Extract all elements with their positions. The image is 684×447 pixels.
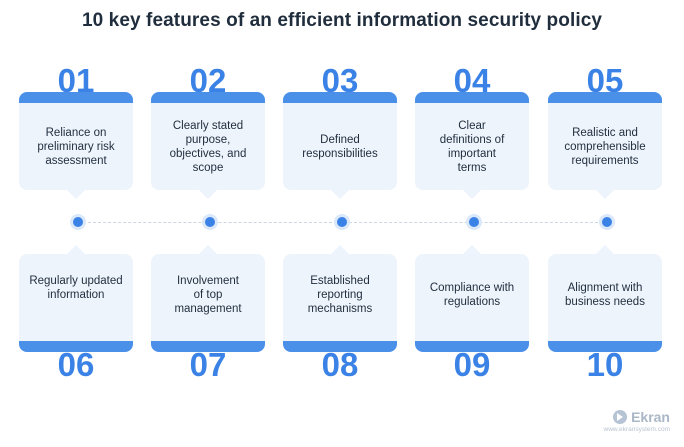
timeline-dot [205,217,215,227]
ekran-logo-icon [613,410,628,424]
card-band [548,92,662,103]
feature-card: Alignment with business needs [548,254,662,352]
feature-card: Clear definitions of important terms [415,92,529,190]
feature-text: Clearly stated purpose, objectives, and … [169,120,247,174]
card-pointer [67,190,85,199]
card-pointer [331,245,349,254]
feature-number: 05 [586,62,624,99]
feature-number: 04 [453,62,491,99]
logo-url: www.ekransystem.com [603,426,670,433]
card-pointer [199,190,217,199]
card-band [548,341,662,352]
card-pointer [331,190,349,199]
feature-card: Established reporting mechanisms [283,254,397,352]
card-pointer [463,190,481,199]
feature-number: 01 [57,62,95,99]
card-band [283,92,397,103]
card-band [415,341,529,352]
timeline-dot [73,217,83,227]
feature-number: 02 [189,62,227,99]
card-pointer [596,190,614,199]
feature-card: Clearly stated purpose, objectives, and … [151,92,265,190]
feature-card: Involvement of top management [151,254,265,352]
timeline-dot [602,217,612,227]
feature-text: Defined responsibilities [302,134,378,160]
feature-text: Reliance on preliminary risk assessment [37,127,115,167]
timeline-dot [337,217,347,227]
timeline-dot [469,217,479,227]
feature-number: 06 [57,346,95,383]
card-band [151,92,265,103]
card-pointer [463,245,481,254]
feature-number: 10 [586,346,624,383]
feature-text: Involvement of top management [174,275,242,315]
feature-text: Realistic and comprehensible requirement… [564,127,646,167]
feature-number: 08 [321,346,359,383]
feature-text: Compliance with regulations [429,282,515,308]
card-band [151,341,265,352]
feature-text: Regularly updated information [29,275,123,301]
feature-card: Regularly updated information [19,254,133,352]
feature-text: Clear definitions of important terms [439,120,505,174]
card-band [415,92,529,103]
logo-name: Ekran [631,409,670,425]
card-pointer [596,245,614,254]
brand-logo: Ekran www.ekransystem.com [604,409,670,433]
feature-card: Defined responsibilities [283,92,397,190]
feature-number: 09 [453,346,491,383]
feature-card: Reliance on preliminary risk assessment [19,92,133,190]
feature-card: Compliance with regulations [415,254,529,352]
card-band [19,341,133,352]
feature-text: Alignment with business needs [565,282,645,308]
card-pointer [199,245,217,254]
feature-card: Realistic and comprehensible requirement… [548,92,662,190]
feature-number: 07 [189,346,227,383]
card-band [283,341,397,352]
card-band [19,92,133,103]
card-pointer [67,245,85,254]
feature-number: 03 [321,62,359,99]
page-title: 10 key features of an efficient informat… [81,10,603,31]
feature-text: Established reporting mechanisms [307,275,373,315]
